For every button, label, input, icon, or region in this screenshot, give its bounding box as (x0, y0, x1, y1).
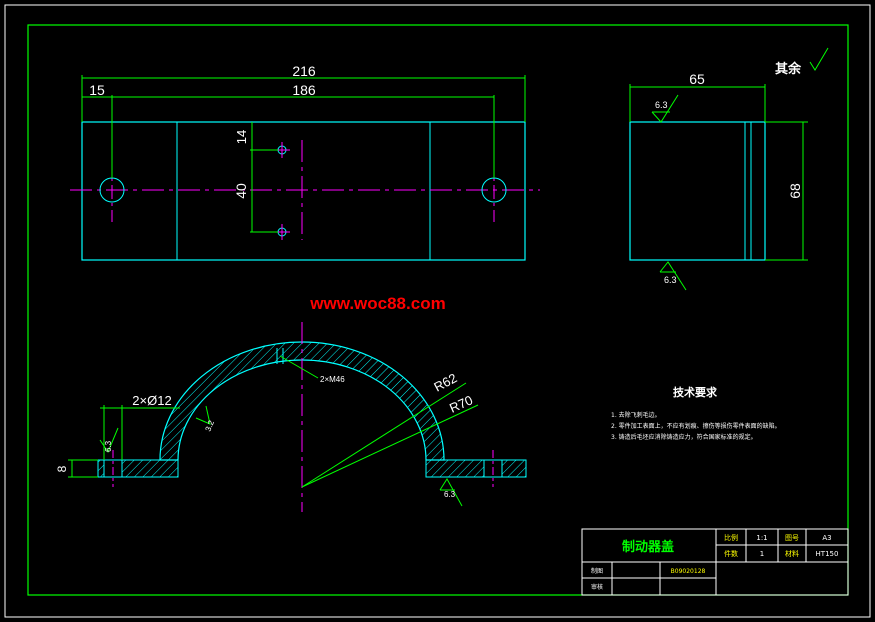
dim-holes-diameter: 2×Ø12 (132, 393, 171, 408)
roughness-left: 6.3 (104, 440, 113, 452)
dim-upper-offset: 14 (234, 130, 249, 144)
dim-thread: 2×M46 (320, 375, 345, 384)
qty-value: 1 (760, 550, 764, 558)
tech-req-item: 2. 零件加工表面上，不应有划痕、擦伤等损伤零件表面的缺陷。 (611, 422, 781, 430)
dim-small-pitch: 40 (233, 183, 249, 199)
tech-req-item: 1. 去除飞刺毛边。 (611, 411, 661, 419)
material-label: 材料 (785, 549, 799, 558)
roughness-right: 6.3 (444, 490, 456, 499)
dim-side-height: 68 (787, 183, 803, 199)
material-value: HT150 (816, 550, 839, 558)
drawing-no-label: 图号 (785, 534, 799, 542)
watermark: www.woc88.com (309, 294, 445, 313)
dim-hole-pitch: 186 (292, 82, 316, 98)
dim-side-width: 65 (689, 71, 705, 87)
roughness-bottom: 6.3 (664, 275, 677, 285)
roughness-arc: 3.2 (204, 419, 217, 433)
scale-value: 1:1 (756, 534, 767, 542)
top-view (70, 75, 540, 261)
side-view (629, 47, 829, 291)
tech-req-item: 3. 铸造后毛坯应消除铸造应力，符合国家标准的规定。 (611, 433, 757, 441)
qty-label: 件数 (724, 549, 738, 558)
part-name: 制动器盖 (622, 539, 674, 555)
checked-label: 审核 (591, 583, 603, 591)
roughness-top: 6.3 (655, 100, 668, 110)
drawing-no-value: A3 (822, 534, 831, 542)
title-block (581, 528, 849, 596)
scale-label: 比例 (724, 533, 738, 542)
outer-frame (4, 4, 871, 618)
front-view (68, 322, 527, 512)
dim-edge-offset: 15 (89, 82, 105, 98)
dim-radius-inner: R62 (431, 370, 459, 394)
drawn-label: 制图 (591, 567, 603, 575)
tech-req-title: 技术要求 (673, 385, 718, 399)
roughness-rest-label: 其余 (775, 61, 802, 77)
dim-overall-length: 216 (292, 63, 316, 79)
dim-flange-thickness: 8 (55, 465, 69, 472)
dim-radius-outer: R70 (447, 392, 475, 415)
drawn-value: B09020128 (671, 568, 706, 575)
inner-frame (27, 24, 849, 596)
